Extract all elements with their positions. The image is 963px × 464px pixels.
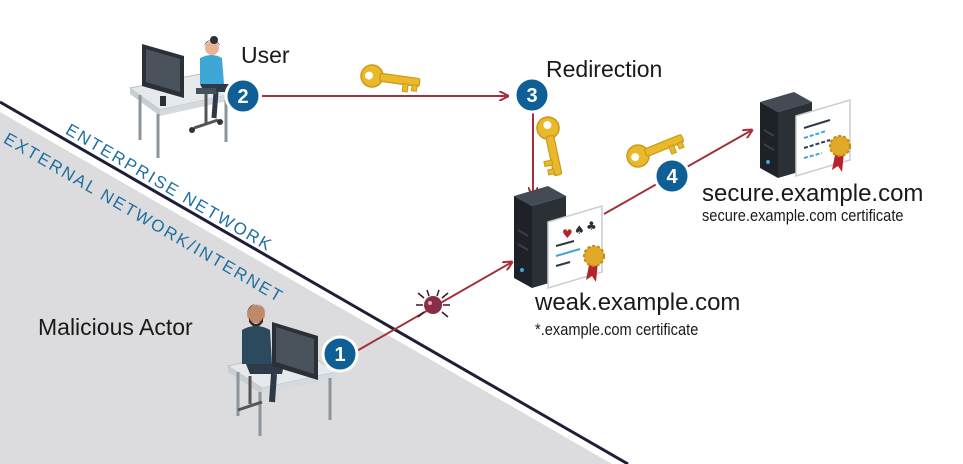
secure-host-label: secure.example.com	[702, 180, 924, 207]
user-label: User	[241, 42, 290, 68]
step-badge-2: 2	[224, 77, 262, 115]
svg-text:♥: ♥	[562, 227, 573, 241]
bug-icon	[416, 289, 450, 318]
redirection-label: Redirection	[546, 56, 663, 82]
step-badge-4: 4	[653, 157, 691, 195]
svg-text:2: 2	[237, 86, 248, 108]
external-network-area	[0, 112, 612, 464]
key-icon	[358, 62, 422, 95]
weak-certificate-icon: ♥ ♠ ♣	[547, 204, 605, 290]
key-icon	[534, 114, 570, 178]
weak-host-label: weak.example.com	[535, 289, 741, 316]
network-boundary-line	[0, 100, 629, 464]
svg-text:♠: ♠	[574, 223, 585, 237]
svg-text:1: 1	[334, 344, 345, 366]
secure-certificate-icon	[795, 98, 851, 178]
malicious-actor-label: Malicious Actor	[38, 314, 193, 340]
attacker-workstation-icon	[226, 304, 338, 436]
weak-cert-label: *.example.com certificate	[535, 320, 699, 339]
step-badge-3: 3	[513, 76, 551, 114]
svg-text:3: 3	[526, 85, 537, 107]
user-workstation-icon	[128, 36, 234, 158]
secure-cert-label: secure.example.com certificate	[702, 206, 904, 225]
step-badge-1: 1	[321, 335, 359, 373]
svg-text:4: 4	[666, 166, 678, 188]
svg-text:♣: ♣	[586, 219, 597, 233]
